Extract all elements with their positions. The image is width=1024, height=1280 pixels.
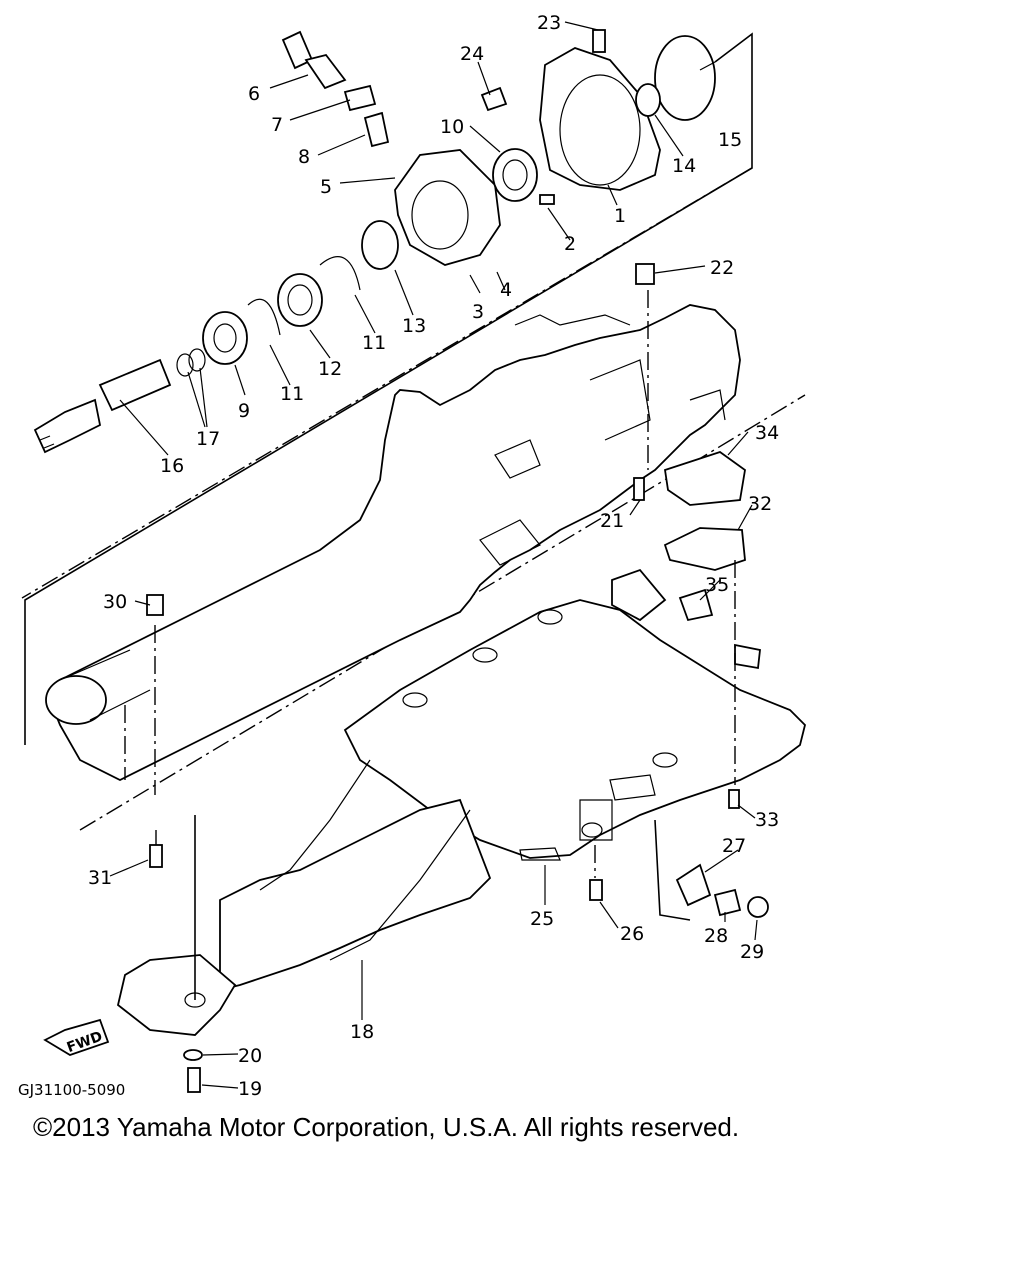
callout-11b: 11 <box>362 332 386 354</box>
callout-19: 19 <box>238 1078 262 1100</box>
drawing-code: GJ31100-5090 <box>18 1081 125 1099</box>
callout-14: 14 <box>672 155 696 177</box>
callout-16: 16 <box>160 455 184 477</box>
callout-34: 34 <box>755 422 779 444</box>
copyright-notice: ©2013 Yamaha Motor Corporation, U.S.A. A… <box>33 1112 740 1142</box>
callout-15: 15 <box>718 129 742 151</box>
callout-11a: 11 <box>280 383 304 405</box>
callout-28: 28 <box>704 925 728 947</box>
boundary-dashdot-upper <box>21 167 753 599</box>
callout-24: 24 <box>460 43 484 65</box>
callout-8: 8 <box>298 146 310 168</box>
callout-17: 17 <box>196 428 220 450</box>
callout-21: 21 <box>600 510 624 532</box>
callout-3: 3 <box>472 301 484 323</box>
callout-7: 7 <box>271 114 283 136</box>
callout-23: 23 <box>537 12 561 34</box>
callout-32: 32 <box>748 493 772 515</box>
callout-31: 31 <box>88 867 112 889</box>
leader-lines <box>109 21 758 1089</box>
callout-10: 10 <box>440 116 464 138</box>
exploded-parts-diagram: 1 2 3 4 5 6 7 8 9 10 11 11 12 13 14 15 1… <box>18 12 806 1100</box>
callout-1: 1 <box>614 205 626 227</box>
alignment-guides <box>154 290 736 1000</box>
callout-26: 26 <box>620 923 644 945</box>
callout-35: 35 <box>705 574 729 596</box>
callout-20: 20 <box>238 1045 262 1067</box>
callout-33: 33 <box>755 809 779 831</box>
callout-5: 5 <box>320 176 332 198</box>
callout-12: 12 <box>318 358 342 380</box>
callout-30: 30 <box>103 591 127 613</box>
callout-6: 6 <box>248 83 260 105</box>
callout-2: 2 <box>564 233 576 255</box>
callout-9: 9 <box>238 400 250 422</box>
fasteners <box>43 263 769 1093</box>
boundary-dashdot-lower <box>79 394 806 831</box>
hull-body <box>45 304 741 782</box>
ride-plate <box>116 759 492 1036</box>
callout-27: 27 <box>722 835 746 857</box>
callout-13: 13 <box>402 315 426 337</box>
pump-housing <box>281 29 716 266</box>
shaft-components <box>33 220 399 454</box>
callout-4: 4 <box>500 279 512 301</box>
callout-25: 25 <box>530 908 554 930</box>
callout-22: 22 <box>710 257 734 279</box>
callout-labels: 1 2 3 4 5 6 7 8 9 10 11 11 12 13 14 15 1… <box>18 12 779 1100</box>
callout-29: 29 <box>740 941 764 963</box>
callout-18: 18 <box>350 1021 374 1043</box>
